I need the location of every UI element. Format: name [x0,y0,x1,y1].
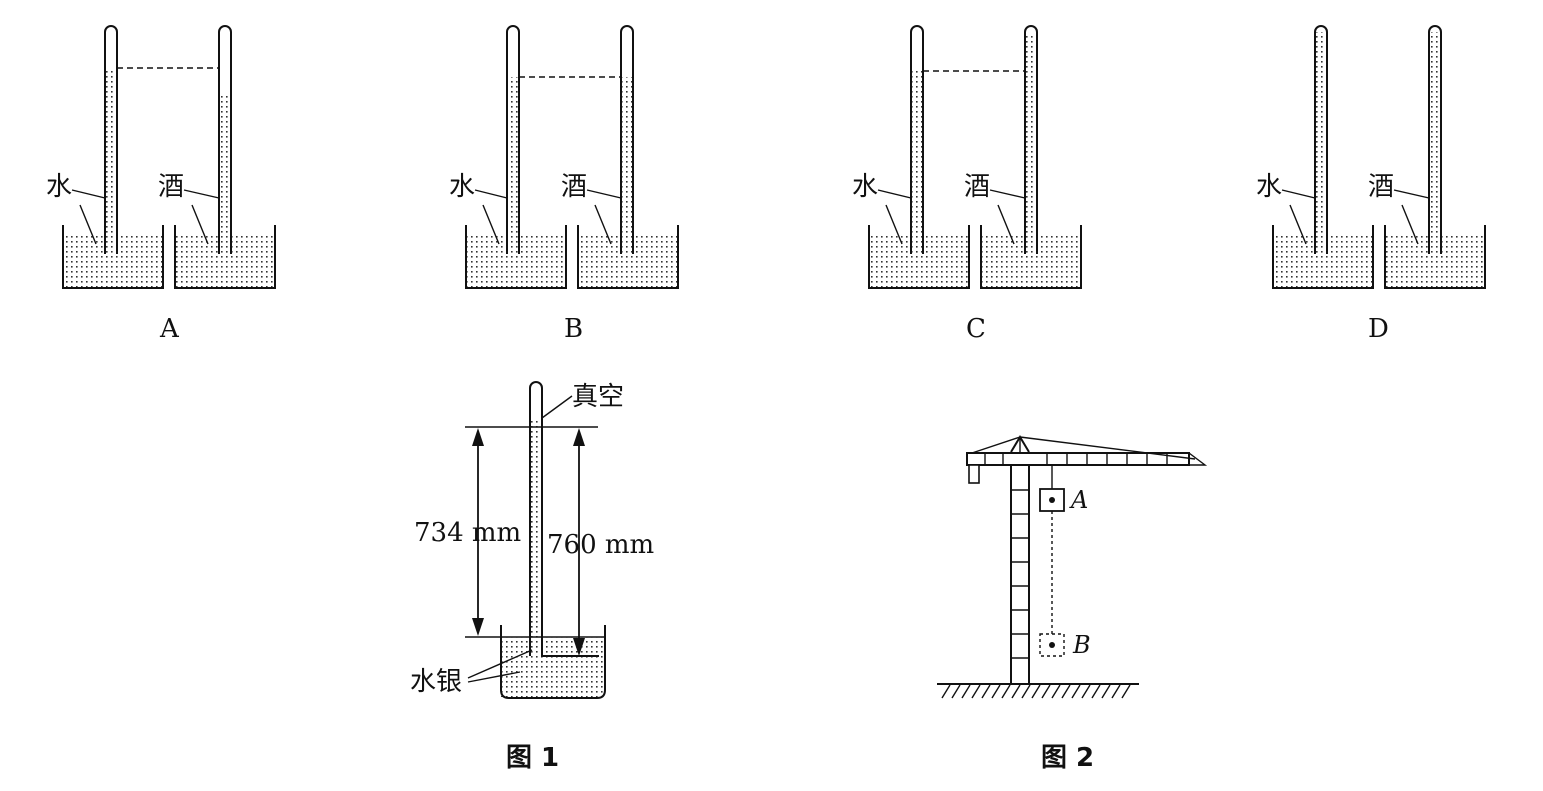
point-b-label: B [1072,631,1091,659]
water-label: 水 [449,172,475,202]
height-760-label: 760 mm [547,530,654,560]
alcohol-label: 酒 [1368,172,1394,202]
height-734-label: 734 mm [414,518,521,548]
vacuum-label: 真空 [572,382,624,412]
water-label: 水 [1256,172,1282,202]
option-d-diagram: 水 酒 D [1256,25,1486,344]
alcohol-label: 酒 [561,172,587,202]
mercury-label: 水银 [410,667,462,697]
figure-1-caption: 图 1 [506,743,559,773]
figure-2-crane: A B 图 2 [937,435,1208,773]
option-b-label: B [564,314,583,344]
option-c-diagram: 水 酒 C [852,25,1082,344]
alcohol-label: 酒 [964,172,990,202]
alcohol-label: 酒 [158,172,184,202]
water-label: 水 [46,172,72,202]
option-a-diagram: 水 酒 A [46,25,276,344]
option-b-diagram: 水 酒 B [449,25,679,344]
option-a-label: A [159,314,180,344]
option-d-label: D [1368,314,1389,344]
figure-1-torricelli: 真空 734 mm 760 mm 水银 图 1 [410,381,654,773]
figure-2-caption: 图 2 [1041,743,1094,773]
water-label: 水 [852,172,878,202]
point-a-label: A [1069,486,1088,514]
option-c-label: C [966,314,986,344]
